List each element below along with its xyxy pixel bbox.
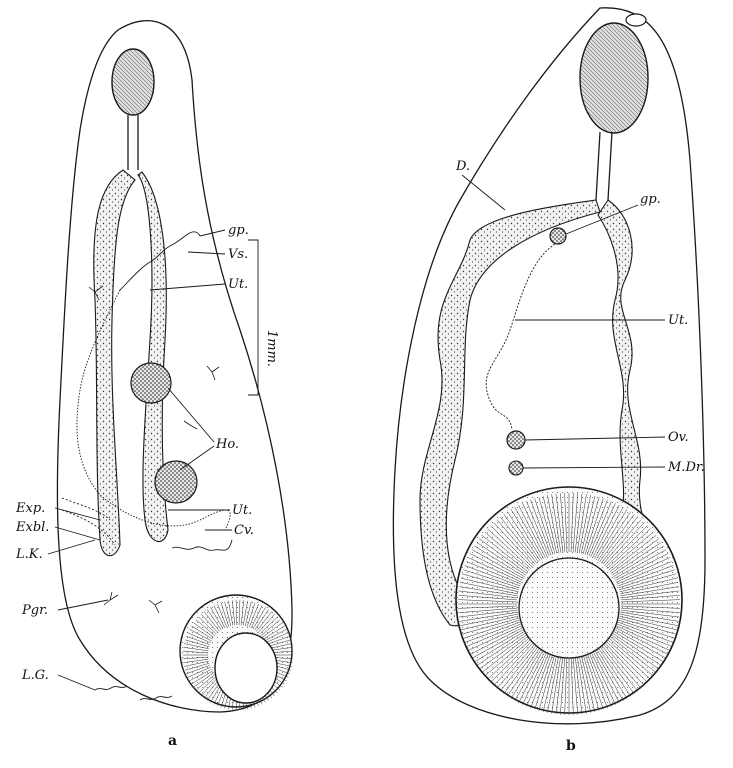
- ventral-sucker-inner-a: [215, 633, 277, 703]
- label-mdr-b: M.Dr.: [667, 460, 705, 475]
- esophagus-a: [128, 115, 138, 170]
- label-ut2-a: Ut.: [232, 503, 252, 518]
- label-ho-a: Ho.: [215, 437, 239, 452]
- label-d-b: D.: [455, 159, 470, 174]
- label-ov-b: Ov.: [668, 430, 689, 445]
- genital-pore-b: [550, 228, 566, 244]
- testis-upper-a: [131, 363, 171, 403]
- uterus-thread-b: [486, 244, 555, 430]
- label-cv-a: Cv.: [234, 523, 254, 538]
- label-exp-a: Exp.: [15, 501, 45, 516]
- mouth-b: [626, 14, 646, 26]
- label-ut-b: Ut.: [668, 313, 688, 328]
- label-ut1-a: Ut.: [228, 277, 248, 292]
- label-gp-a: gp.: [228, 223, 249, 238]
- specimen-a: gp. Vs. Ut. 1mm. Ho. Ut. Cv. Exp. Exbl. …: [15, 21, 293, 749]
- ovary-coil-a: [172, 540, 232, 550]
- specimen-b: D. gp. Ut. Ov. M.Dr. b: [393, 8, 705, 754]
- caption-a: a: [168, 733, 177, 749]
- ventral-sucker-inner-b: [519, 558, 619, 658]
- label-pgr-a: Pgr.: [21, 603, 48, 618]
- oral-sucker-a: [112, 49, 154, 115]
- lg-wavy-a: [95, 686, 172, 700]
- ovary-b: [507, 431, 525, 449]
- oral-sucker-b: [580, 23, 648, 133]
- testis-lower-a: [155, 461, 197, 503]
- label-gp-b: gp.: [640, 192, 661, 207]
- label-exbl-a: Exbl.: [15, 520, 49, 535]
- label-scale: 1mm.: [264, 330, 279, 367]
- mehlis-gland-b: [509, 461, 523, 475]
- intestine-left-a: [94, 170, 135, 556]
- caption-b: b: [566, 738, 576, 754]
- label-lk-a: L.K.: [15, 547, 43, 562]
- esophagus-b: [596, 132, 612, 200]
- label-lg-a: L.G.: [21, 668, 49, 683]
- label-vs-a: Vs.: [228, 247, 248, 262]
